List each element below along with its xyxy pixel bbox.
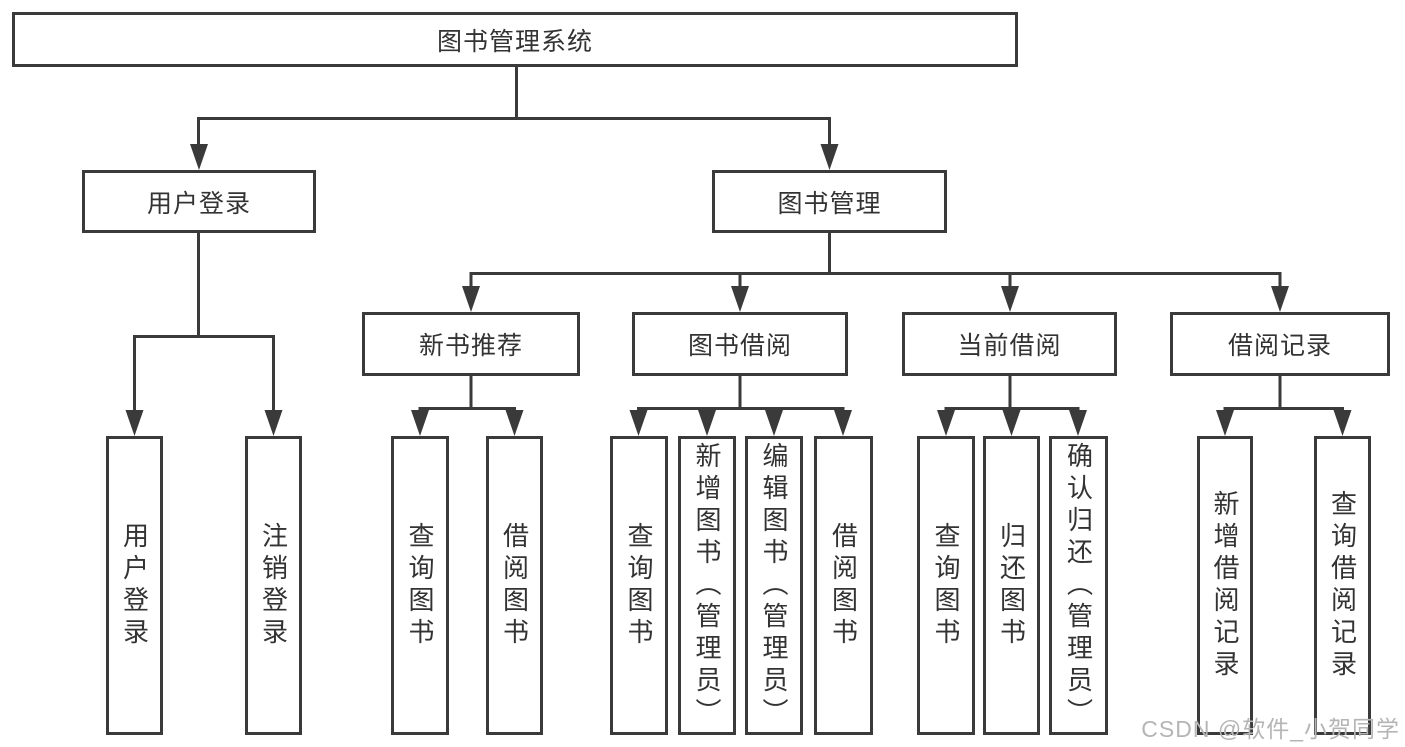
leaf-borrow-borrow-label: 借阅图书 (828, 521, 859, 650)
leaf-newbooks-query-label: 查询图书 (405, 521, 435, 650)
node-user-login: 用户登录 (82, 170, 316, 233)
leaf-current-confirm-label: 确认归还（管理员） (1063, 441, 1094, 730)
leaf-borrow-query: 查询图书 (610, 436, 668, 735)
csdn-watermark: CSDN @软件_小贺同学 (1141, 716, 1400, 742)
connector-user-login-children (133, 233, 275, 414)
arrowheads-new-books-children (411, 410, 524, 436)
leaf-newbooks-query: 查询图书 (391, 436, 449, 735)
node-borrow-records: 借阅记录 (1170, 312, 1390, 376)
node-book-mgmt: 图书管理 (712, 170, 947, 233)
leaf-logout-label: 注销登录 (258, 521, 289, 650)
leaf-logout: 注销登录 (245, 436, 302, 735)
leaf-borrow-add: 新增图书（管理员） (678, 436, 736, 735)
connector-new-books-children (418, 376, 516, 414)
node-current-borrow: 当前借阅 (902, 312, 1117, 376)
leaf-current-query: 查询图书 (917, 436, 975, 735)
arrowheads-level3 (462, 286, 1289, 312)
leaf-borrow-edit: 编辑图书（管理员） (745, 436, 803, 735)
arrowheads-level2 (190, 144, 839, 170)
leaf-user-login: 用户登录 (106, 436, 163, 735)
connector-current-borrow-children (944, 376, 1080, 414)
arrowheads-book-borrow-children (629, 410, 852, 436)
leaf-records-add-label: 新增借阅记录 (1210, 489, 1240, 682)
arrowheads-user-login-children (125, 410, 283, 436)
node-root: 图书管理系统 (12, 12, 1018, 67)
node-user-login-label: 用户登录 (146, 189, 251, 218)
leaf-user-login-label: 用户登录 (119, 521, 150, 650)
node-new-books: 新书推荐 (362, 312, 580, 376)
leaf-newbooks-borrow-label: 借阅图书 (499, 521, 530, 650)
arrowheads-borrow-records-children (1216, 410, 1352, 436)
leaf-borrow-edit-label: 编辑图书（管理员） (759, 441, 789, 730)
leaf-borrow-query-label: 查询图书 (624, 521, 654, 650)
connector-borrow-records-children (1223, 376, 1344, 414)
arrowheads-current-borrow-children (937, 410, 1087, 436)
leaf-newbooks-borrow: 借阅图书 (486, 436, 543, 735)
leaf-records-query-label: 查询借阅记录 (1327, 489, 1358, 682)
node-book-mgmt-label: 图书管理 (777, 189, 882, 218)
node-new-books-label: 新书推荐 (418, 332, 523, 360)
leaf-current-query-label: 查询图书 (931, 521, 961, 650)
node-current-borrow-label: 当前借阅 (957, 332, 1062, 360)
node-borrow-records-label: 借阅记录 (1227, 332, 1332, 360)
leaf-records-add: 新增借阅记录 (1197, 436, 1253, 735)
leaf-current-return: 归还图书 (983, 436, 1040, 735)
node-book-borrow-label: 图书借阅 (687, 332, 792, 360)
leaf-current-confirm: 确认归还（管理员） (1049, 436, 1108, 735)
leaf-borrow-borrow: 借阅图书 (814, 436, 873, 735)
connector-book-borrow-children (637, 376, 845, 414)
connector-root-to-level2 (197, 67, 831, 148)
leaf-records-query: 查询借阅记录 (1314, 436, 1371, 735)
leaf-borrow-add-label: 新增图书（管理员） (692, 441, 722, 730)
node-root-label: 图书管理系统 (436, 27, 593, 56)
node-book-borrow: 图书借阅 (632, 312, 848, 376)
leaf-current-return-label: 归还图书 (996, 521, 1027, 650)
connector-book-mgmt-children (469, 233, 1282, 290)
